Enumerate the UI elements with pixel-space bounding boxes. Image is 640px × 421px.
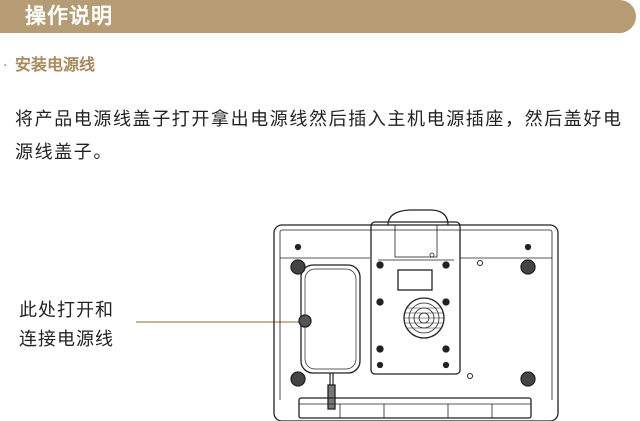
bottom-stand bbox=[298, 397, 532, 419]
device-handle bbox=[387, 209, 449, 226]
foot-top-left bbox=[290, 259, 306, 275]
foot-bottom-left bbox=[290, 371, 306, 387]
callout-line-1: 此处打开和 bbox=[19, 300, 114, 321]
power-plug bbox=[327, 384, 336, 410]
section-bullet: · bbox=[3, 58, 8, 74]
center-plate bbox=[370, 221, 461, 375]
foot-bottom-right bbox=[520, 371, 536, 387]
header-bar: 操作说明 bbox=[0, 0, 636, 33]
instruction-text: 将产品电源线盖子打开拿出电源线然后插入主机电源插座，然后盖好电源线盖子。 bbox=[15, 109, 623, 163]
label-plate bbox=[397, 269, 433, 291]
cover-latch bbox=[298, 314, 312, 328]
callout-label: 此处打开和 连接电源线 bbox=[19, 296, 114, 354]
page-title: 操作说明 bbox=[25, 4, 113, 28]
callout-line-2: 连接电源线 bbox=[19, 329, 114, 350]
section-title: 安装电源线 bbox=[15, 55, 96, 74]
foot-top-right bbox=[520, 259, 536, 275]
